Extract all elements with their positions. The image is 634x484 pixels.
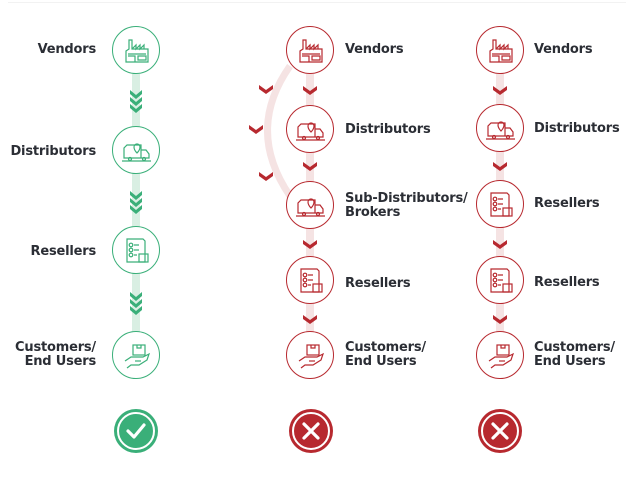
node-customers xyxy=(286,331,334,379)
node-customers xyxy=(112,331,160,379)
node-distributors xyxy=(286,105,334,153)
node-resellers xyxy=(476,256,524,304)
factory-icon xyxy=(299,39,323,63)
node-label: Resellers xyxy=(534,196,600,211)
node-vendors xyxy=(112,26,160,74)
hand-package-icon xyxy=(488,344,515,369)
checkmark-icon xyxy=(114,409,158,453)
node-resellers xyxy=(476,180,524,228)
factory-icon xyxy=(125,39,149,63)
node-distributors xyxy=(112,126,160,174)
node-resellers xyxy=(112,226,160,274)
node-label: Vendors xyxy=(37,42,97,57)
x-mark-icon xyxy=(478,409,522,453)
checklist-box-icon xyxy=(300,268,323,293)
delivery-truck-icon xyxy=(122,143,151,162)
green-track xyxy=(130,74,142,338)
node-vendors xyxy=(286,26,334,74)
hand-package-icon xyxy=(298,344,325,369)
x-mark-icon xyxy=(289,409,333,453)
hand-package-icon xyxy=(124,344,151,369)
checklist-box-icon xyxy=(126,238,149,263)
node-label: Vendors xyxy=(534,42,593,57)
top-divider xyxy=(8,2,626,3)
bypass-chevron-icon xyxy=(259,172,273,181)
delivery-truck-icon xyxy=(296,198,325,217)
node-resellers xyxy=(286,256,334,304)
node-label: Customers/End Users xyxy=(345,340,426,369)
node-customers xyxy=(476,331,524,379)
node-vendors xyxy=(476,26,524,74)
node-label: Customers/End Users xyxy=(534,340,615,369)
bypass-chevron-icon xyxy=(249,125,263,134)
node-label: Customers/End Users xyxy=(15,340,96,369)
delivery-truck-icon xyxy=(486,121,515,140)
node-label: Sub-Distributors/Brokers xyxy=(345,191,468,220)
node-label: Vendors xyxy=(345,42,404,57)
node-label: Resellers xyxy=(534,275,600,290)
checklist-box-icon xyxy=(490,192,513,217)
node-label: Distributors xyxy=(345,122,431,137)
bypass-chevron-icon xyxy=(259,85,273,94)
node-label: Resellers xyxy=(30,244,97,259)
node-sub-distributors xyxy=(286,181,334,229)
node-label: Distributors xyxy=(534,121,620,136)
node-label: Distributors xyxy=(10,144,96,159)
checklist-box-icon xyxy=(490,268,513,293)
factory-icon xyxy=(489,39,513,63)
delivery-truck-icon xyxy=(296,122,325,141)
node-label: Resellers xyxy=(345,276,411,291)
node-distributors xyxy=(476,104,524,152)
